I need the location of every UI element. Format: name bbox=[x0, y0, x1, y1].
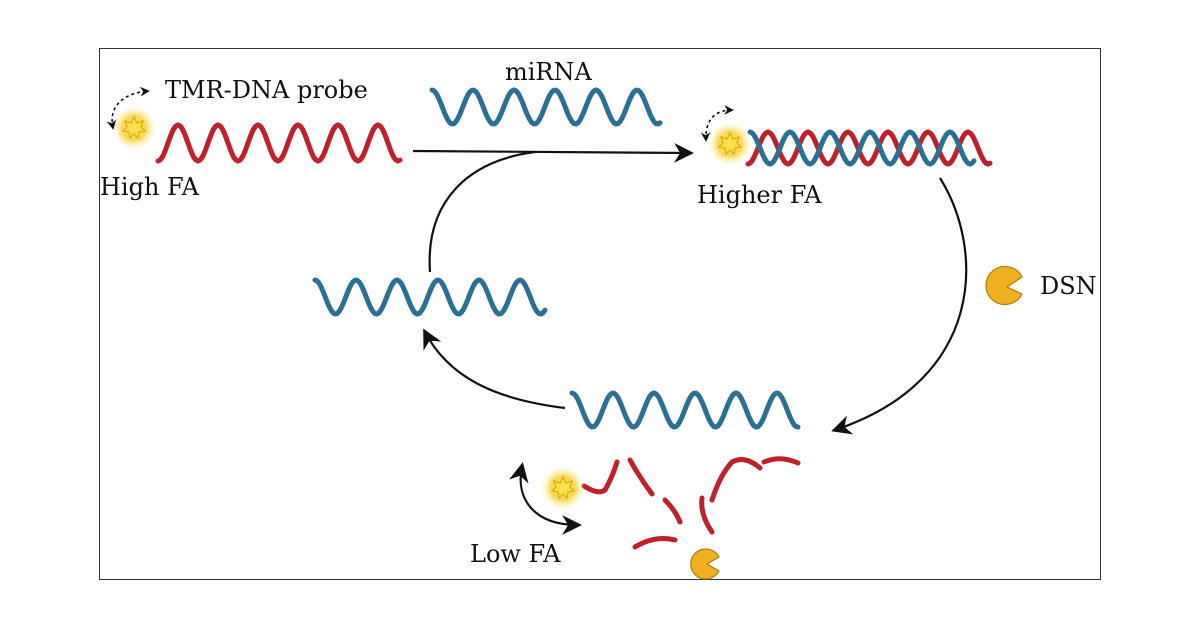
dsn-enzyme-pacman-icon bbox=[690, 548, 720, 580]
release-arrow bbox=[423, 328, 566, 410]
mirna-strand bbox=[429, 87, 663, 127]
released-mirna-strand bbox=[312, 277, 548, 317]
duplex-probe-strand bbox=[745, 129, 993, 167]
bottom-mirna-strand bbox=[569, 390, 801, 430]
frame-border bbox=[99, 48, 1101, 580]
tmr-dna-probe-strand bbox=[155, 122, 403, 164]
dsn-digestion-arrow bbox=[831, 177, 968, 435]
dsn-label: DSN bbox=[1040, 272, 1097, 300]
fluorophore-star-icon bbox=[112, 106, 156, 150]
cleaved-probe-fragments bbox=[581, 456, 801, 550]
hybridization-arrow bbox=[412, 142, 694, 163]
recycle-arrow-up bbox=[428, 150, 536, 273]
low-fa-label: Low FA bbox=[470, 540, 561, 568]
probe-label: TMR-DNA probe bbox=[165, 76, 368, 104]
low-fa-rotation-arrow bbox=[509, 462, 582, 535]
higher-fa-label: Higher FA bbox=[697, 181, 822, 209]
duplex-mirna-strand bbox=[747, 129, 977, 167]
mirna-label: miRNA bbox=[505, 58, 593, 86]
high-fa-label: High FA bbox=[100, 173, 200, 201]
fluorophore-star-icon bbox=[708, 122, 752, 166]
dsn-enzyme-pacman-icon bbox=[985, 265, 1023, 306]
fluorophore-star-icon bbox=[541, 466, 585, 510]
